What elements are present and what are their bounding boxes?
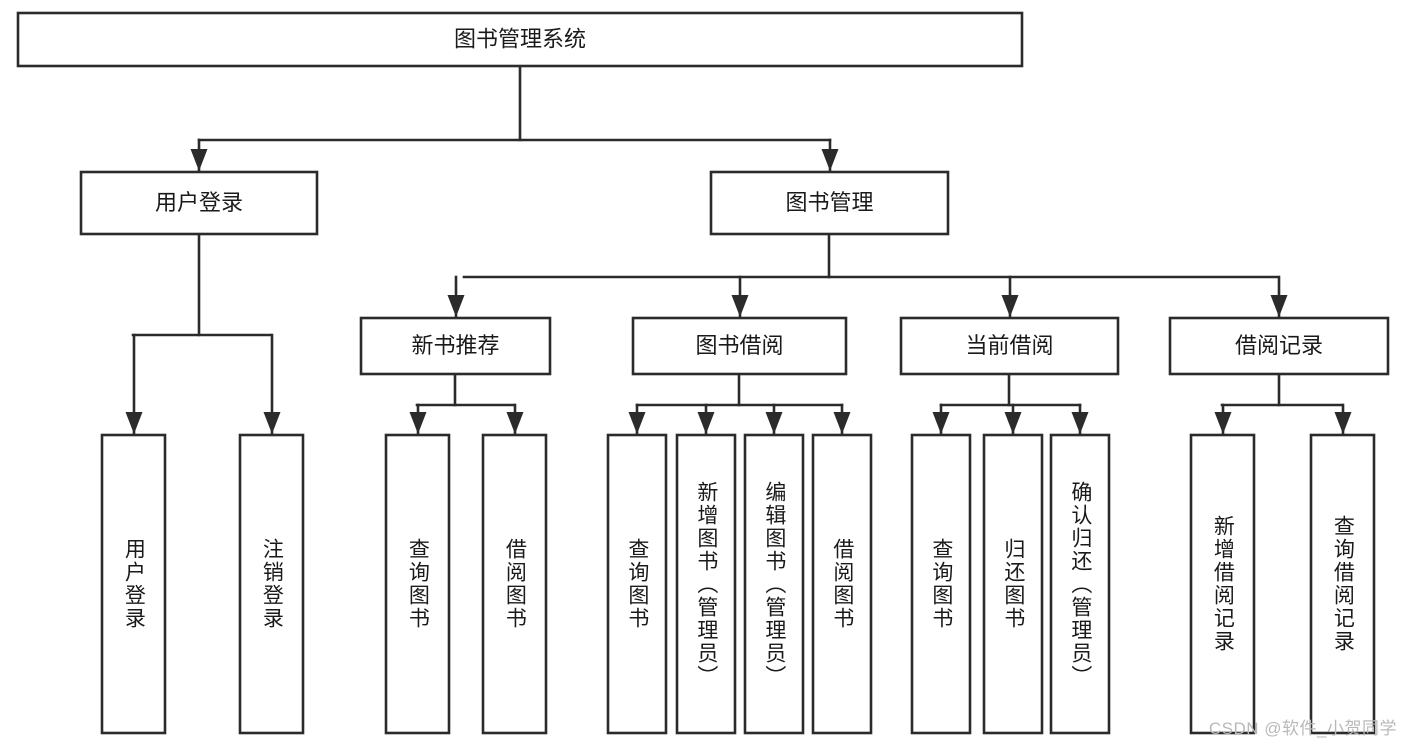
watermark-text: CSDN @软件_小贺同学: [1208, 719, 1397, 738]
arrow-head-icon: [821, 149, 839, 171]
arrow-head-icon: [932, 412, 950, 434]
node-label-current-borrow: 当前借阅: [965, 333, 1053, 358]
arrow-head-icon: [731, 295, 749, 317]
edges-layer: [125, 64, 1352, 436]
arrow-head-icon: [1001, 295, 1019, 317]
node-box-new-book-recommend[interactable]: [359, 316, 552, 376]
node-label-user-login: 用户登录: [155, 190, 243, 215]
node-label-root: 图书管理系统: [454, 26, 586, 51]
arrow-head-icon: [1270, 295, 1288, 317]
arrow-head-icon: [1071, 412, 1089, 434]
node-box-leaf-logout[interactable]: [238, 433, 305, 735]
node-box-leaf-query-book-3[interactable]: [910, 433, 972, 735]
node-box-leaf-edit-book[interactable]: [743, 433, 805, 735]
node-label-book-manage: 图书管理: [785, 190, 873, 215]
arrow-head-icon: [190, 149, 208, 171]
arrow-head-icon: [506, 412, 524, 434]
node-box-book-manage[interactable]: [709, 170, 950, 236]
node-box-current-borrow[interactable]: [899, 316, 1120, 376]
arrow-head-icon: [1334, 412, 1352, 434]
node-box-leaf-add-record[interactable]: [1189, 433, 1256, 735]
arrow-head-icon: [1004, 412, 1022, 434]
arrow-head-icon: [833, 412, 851, 434]
node-box-leaf-confirm-return[interactable]: [1049, 433, 1111, 735]
arrow-head-icon: [409, 412, 427, 434]
arrow-head-icon: [125, 412, 143, 434]
node-box-book-borrow[interactable]: [631, 316, 848, 376]
node-box-root[interactable]: [16, 11, 1024, 68]
arrow-head-icon: [628, 412, 646, 434]
node-box-borrow-record[interactable]: [1168, 316, 1390, 376]
arrow-head-icon: [697, 412, 715, 434]
arrow-head-icon: [447, 295, 465, 317]
node-label-book-borrow: 图书借阅: [695, 333, 783, 358]
node-box-leaf-add-book[interactable]: [675, 433, 737, 735]
node-box-leaf-borrow-book-1[interactable]: [481, 433, 548, 735]
node-box-leaf-return-book[interactable]: [982, 433, 1044, 735]
node-box-leaf-query-book-1[interactable]: [384, 433, 451, 735]
arrow-head-icon: [263, 412, 281, 434]
node-box-leaf-query-record[interactable]: [1309, 433, 1376, 735]
arrow-head-icon: [765, 412, 783, 434]
node-label-borrow-record: 借阅记录: [1235, 333, 1323, 358]
node-box-user-login[interactable]: [79, 170, 319, 236]
node-box-leaf-user-login[interactable]: [100, 433, 167, 735]
node-box-leaf-query-book-2[interactable]: [606, 433, 668, 735]
node-box-leaf-borrow-book-2[interactable]: [811, 433, 873, 735]
arrow-head-icon: [1214, 412, 1232, 434]
node-label-new-book-recommend: 新书推荐: [411, 333, 499, 358]
